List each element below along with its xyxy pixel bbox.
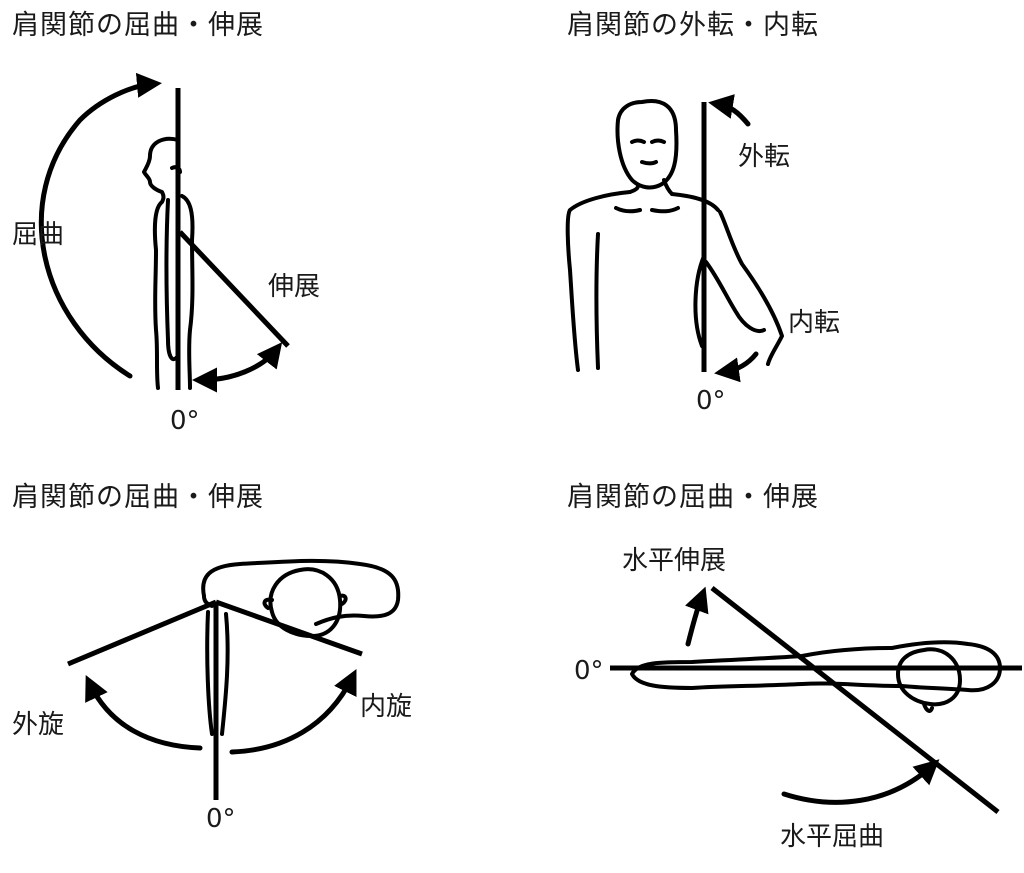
flexion-arrow: [38, 72, 162, 379]
panel-title: 肩関節の外転・内転: [567, 10, 819, 41]
horizontal-flexion-arrow: [781, 759, 940, 805]
body-silhouette: [565, 99, 784, 372]
external-rotation-limit: [67, 599, 217, 667]
horizontal-extension-arrow: [685, 586, 709, 647]
panel-flexion-extension: 肩関節の屈曲・伸展 屈曲 伸展 0°: [0, 0, 512, 436]
flexion-label: 屈曲: [12, 220, 65, 250]
panel-rotation: 肩関節の屈曲・伸展 外旋 内旋 0°: [0, 436, 512, 872]
adduction-arrow: [714, 351, 759, 383]
external-rotation-label: 外旋: [12, 710, 65, 740]
abduction-arrow: [708, 94, 751, 127]
extension-label: 伸展: [268, 272, 321, 302]
side-view-figure: [38, 72, 290, 393]
external-rotation-arrow: [85, 674, 203, 751]
panel-title: 肩関節の屈曲・伸展: [12, 10, 264, 41]
horizontal-extension-label: 水平伸展: [622, 546, 727, 576]
panel-horizontal-flexion-extension: 肩関節の屈曲・伸展 水平伸展 0° 水平屈曲: [512, 436, 1024, 872]
horizontal-flexion-label: 水平屈曲: [780, 822, 885, 852]
top-view-horizontal-figure: [610, 586, 1022, 814]
adduction-label: 内転: [788, 308, 841, 338]
panel-title: 肩関節の屈曲・伸展: [12, 482, 264, 513]
zero-degree-label: 0°: [574, 656, 604, 686]
panel-title: 肩関節の屈曲・伸展: [567, 482, 819, 513]
body-silhouette: [630, 640, 1002, 713]
internal-rotation-arrow: [229, 669, 357, 755]
panel-abduction-adduction: 肩関節の外転・内転: [512, 0, 1024, 436]
front-view-figure: [565, 94, 784, 383]
zero-degree-label: 0°: [696, 386, 726, 416]
horizontal-motion-line: [710, 586, 1000, 814]
zero-degree-label: 0°: [206, 804, 236, 834]
internal-rotation-label: 内旋: [360, 692, 413, 722]
extension-arrow: [192, 342, 283, 393]
extension-limit-line: [178, 230, 290, 348]
abduction-label: 外転: [738, 142, 791, 172]
internal-rotation-limit: [215, 599, 363, 657]
top-view-rotation-figure: [67, 558, 401, 800]
zero-degree-label: 0°: [170, 406, 200, 436]
body-silhouette: [142, 136, 195, 390]
